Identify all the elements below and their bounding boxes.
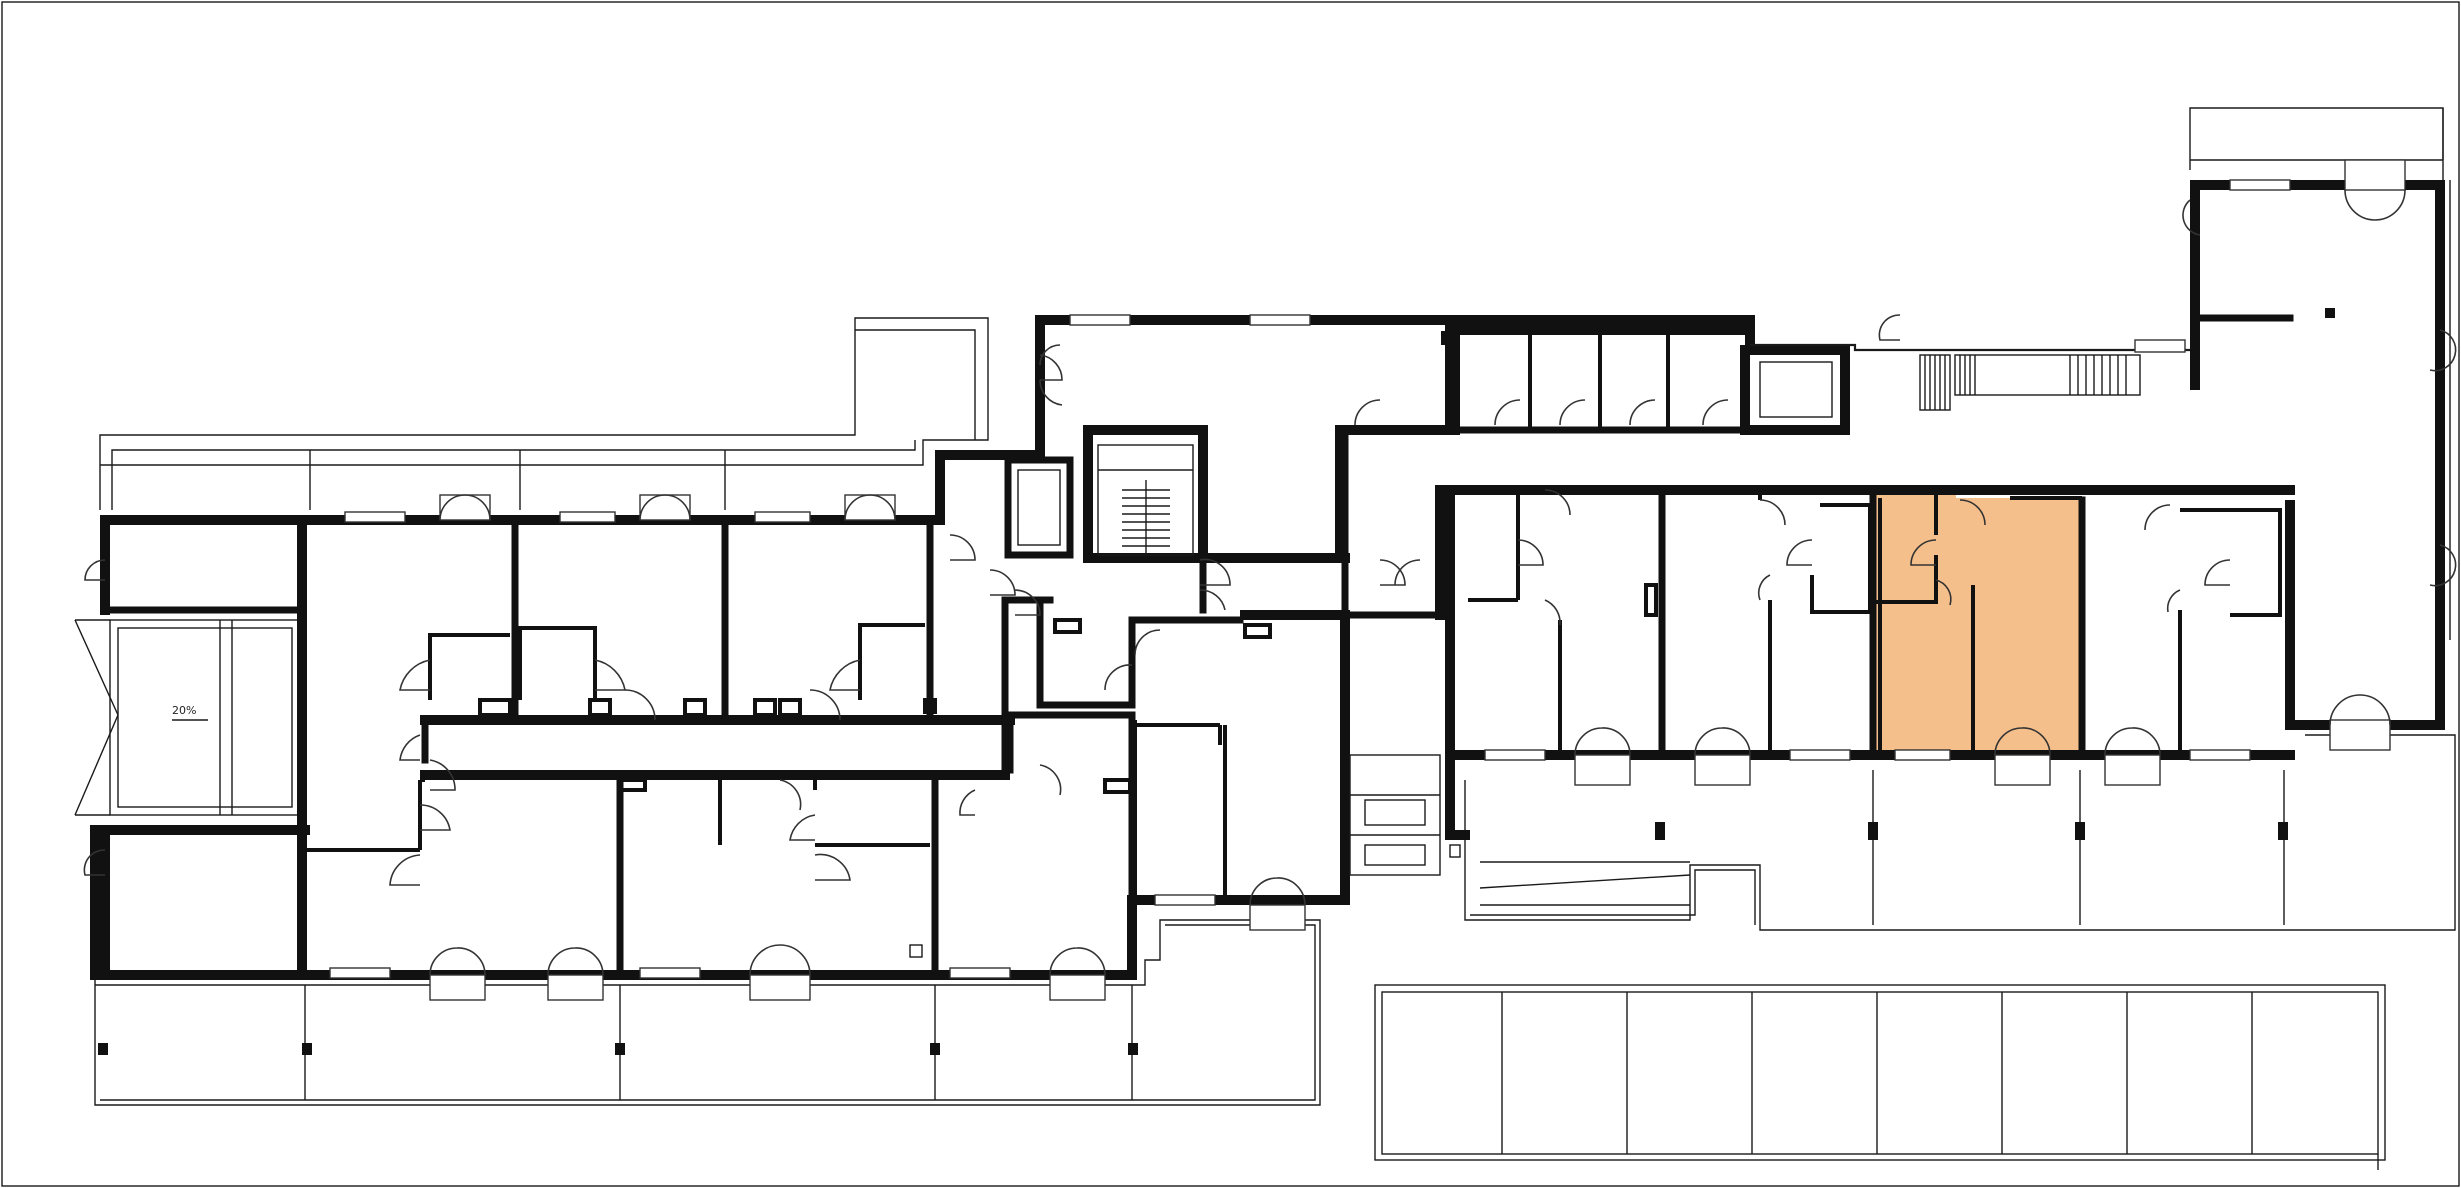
doors	[83, 199, 2457, 886]
left-wing-internals	[302, 623, 1132, 958]
columns	[98, 822, 2288, 1055]
ramp-slope-label: 20%	[172, 704, 196, 717]
terraces	[94, 107, 2456, 1170]
balcony-doors	[429, 189, 2406, 976]
highlighted-apartment[interactable]	[1876, 492, 2081, 755]
ramp-block: 20%	[74, 619, 301, 816]
core-internals	[1053, 325, 1460, 900]
stair-steps-right	[1924, 354, 2141, 410]
stair-steps	[1122, 480, 1170, 555]
walls	[90, 180, 2445, 980]
windows	[329, 159, 2406, 1001]
